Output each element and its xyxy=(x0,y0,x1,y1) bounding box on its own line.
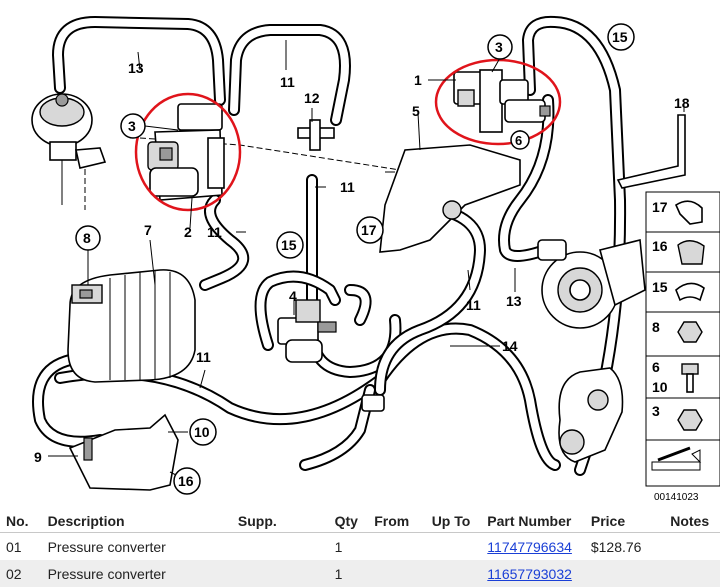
callout-13b: 13 xyxy=(506,293,522,309)
cable-tie xyxy=(616,114,686,189)
mounting-bracket xyxy=(379,144,521,253)
callout-11e: 11 xyxy=(196,349,211,365)
row-no: 02 xyxy=(0,560,48,587)
row-up-to xyxy=(431,532,488,560)
callout-leaders xyxy=(48,40,685,481)
header-description: Description xyxy=(47,510,238,533)
legend-17: 17 xyxy=(652,199,668,215)
callout-9: 9 xyxy=(34,449,42,465)
header-no: No. xyxy=(0,510,48,533)
callout-8: 8 xyxy=(83,230,91,246)
legend-15: 15 xyxy=(652,279,668,295)
callout-15a: 15 xyxy=(612,29,628,45)
callout-11c: 11 xyxy=(207,224,222,240)
callout-2: 2 xyxy=(184,224,192,240)
callout-10: 10 xyxy=(194,424,210,440)
table-header-row: No. Description Supp. Qty From Up To Par… xyxy=(0,510,720,533)
hardware-legend: 17 16 15 8 6 10 3 xyxy=(645,191,720,487)
turbocharger xyxy=(537,238,646,329)
wastegate-actuator xyxy=(31,93,107,205)
exhaust-manifold xyxy=(558,367,624,463)
callout-4: 4 xyxy=(289,288,297,304)
part-number-link[interactable]: 11657793032 xyxy=(487,565,572,582)
dashed-leaders xyxy=(84,137,401,210)
solenoid-valve xyxy=(277,299,337,363)
header-supp: Supp. xyxy=(237,510,335,533)
tee-connector xyxy=(297,119,335,151)
header-up-to: Up To xyxy=(431,510,488,533)
vacuum-hoses xyxy=(32,15,627,476)
callout-16: 16 xyxy=(178,473,194,489)
row-notes xyxy=(670,560,720,587)
legend-16: 16 xyxy=(652,238,668,254)
table-row: 01 Pressure converter 1 11747796634 $128… xyxy=(0,532,720,560)
callout-18: 18 xyxy=(674,95,690,111)
legend-3: 3 xyxy=(652,403,660,419)
row-price: $128.76 xyxy=(590,532,671,560)
row-price xyxy=(590,560,671,587)
row-description: Pressure converter xyxy=(47,532,238,560)
callout-labels: 13 11 12 1 5 18 11 2 11 7 4 11 13 14 11 … xyxy=(34,60,690,465)
row-from xyxy=(374,532,432,560)
callout-13a: 13 xyxy=(128,60,144,76)
callout-1: 1 xyxy=(414,72,422,88)
row-no: 01 xyxy=(0,532,48,560)
vacuum-reservoir xyxy=(67,269,196,383)
header-qty: Qty xyxy=(334,510,375,533)
callout-14: 14 xyxy=(502,338,518,354)
callout-3a: 3 xyxy=(128,118,136,134)
part-number-link[interactable]: 11747796634 xyxy=(487,538,572,555)
diagram-id-code: 00141023 xyxy=(654,492,699,503)
callout-5: 5 xyxy=(412,103,420,119)
pressure-converter-2 xyxy=(147,103,225,201)
callout-3b: 3 xyxy=(495,39,503,55)
table-row: 02 Pressure converter 1 11657793032 xyxy=(0,560,720,587)
callout-6: 6 xyxy=(515,133,522,148)
callout-11b: 11 xyxy=(340,179,355,195)
row-supp xyxy=(237,560,335,587)
highlight-ring-left xyxy=(134,92,242,212)
reservoir-bracket xyxy=(68,413,179,491)
callout-11a: 11 xyxy=(280,74,295,90)
header-from: From xyxy=(374,510,432,533)
header-price: Price xyxy=(590,510,671,533)
highlight-ring-right xyxy=(434,58,562,146)
parts-table: No. Description Supp. Qty From Up To Par… xyxy=(0,510,720,587)
row-description: Pressure converter xyxy=(47,560,238,587)
header-notes: Notes xyxy=(670,510,720,533)
row-notes xyxy=(670,532,720,560)
pressure-converter-1 xyxy=(453,69,551,133)
row-up-to xyxy=(431,560,488,587)
row-part-number-cell: 11657793032 xyxy=(487,560,591,587)
callout-15b: 15 xyxy=(281,237,297,253)
legend-8: 8 xyxy=(652,319,660,335)
row-part-number-cell: 11747796634 xyxy=(487,532,591,560)
parts-diagram: 13 11 12 1 5 18 11 2 11 7 4 11 13 14 11 … xyxy=(31,15,720,503)
row-qty: 1 xyxy=(334,532,375,560)
callout-12: 12 xyxy=(304,90,320,106)
row-qty: 1 xyxy=(334,560,375,587)
callout-17: 17 xyxy=(361,222,377,238)
legend-10: 10 xyxy=(652,379,668,395)
row-from xyxy=(374,560,432,587)
circled-callouts: 3 3 15 6 17 15 8 10 16 xyxy=(75,23,635,495)
lower-hose-assembly xyxy=(299,384,385,471)
callout-11d: 11 xyxy=(466,297,481,313)
header-part-number: Part Number xyxy=(487,510,591,533)
callout-7: 7 xyxy=(144,222,152,238)
legend-6: 6 xyxy=(652,359,660,375)
row-supp xyxy=(237,532,335,560)
